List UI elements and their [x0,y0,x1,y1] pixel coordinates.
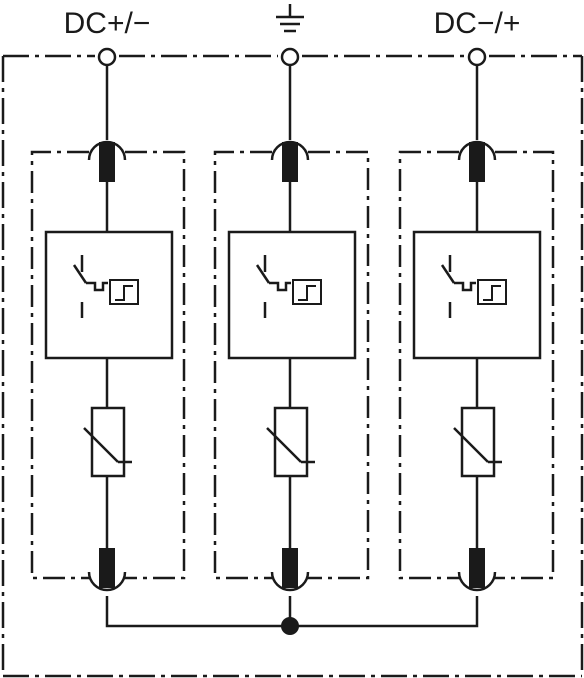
earth-ground-icon [276,4,304,33]
fuse-bottom [469,548,485,588]
terminal-earth [280,47,300,67]
fuse-top [282,142,298,182]
thermal-disconnector-box [227,230,357,360]
protection-module-middle [213,64,370,592]
protection-module-left [30,64,186,592]
fuse-bottom [99,548,115,588]
terminal-right [467,47,487,67]
terminal-label-left: DC+/− [64,7,151,40]
terminal-label-right: DC−/+ [434,7,521,40]
fuse-top [99,142,115,182]
terminal-left [97,47,117,67]
fuse-bottom [282,548,298,588]
ground-junction-dot [281,617,299,635]
enclosure-outline [1,54,584,678]
thermal-disconnector-box [44,230,174,360]
protection-module-right [398,64,555,592]
fuse-top [469,142,485,182]
